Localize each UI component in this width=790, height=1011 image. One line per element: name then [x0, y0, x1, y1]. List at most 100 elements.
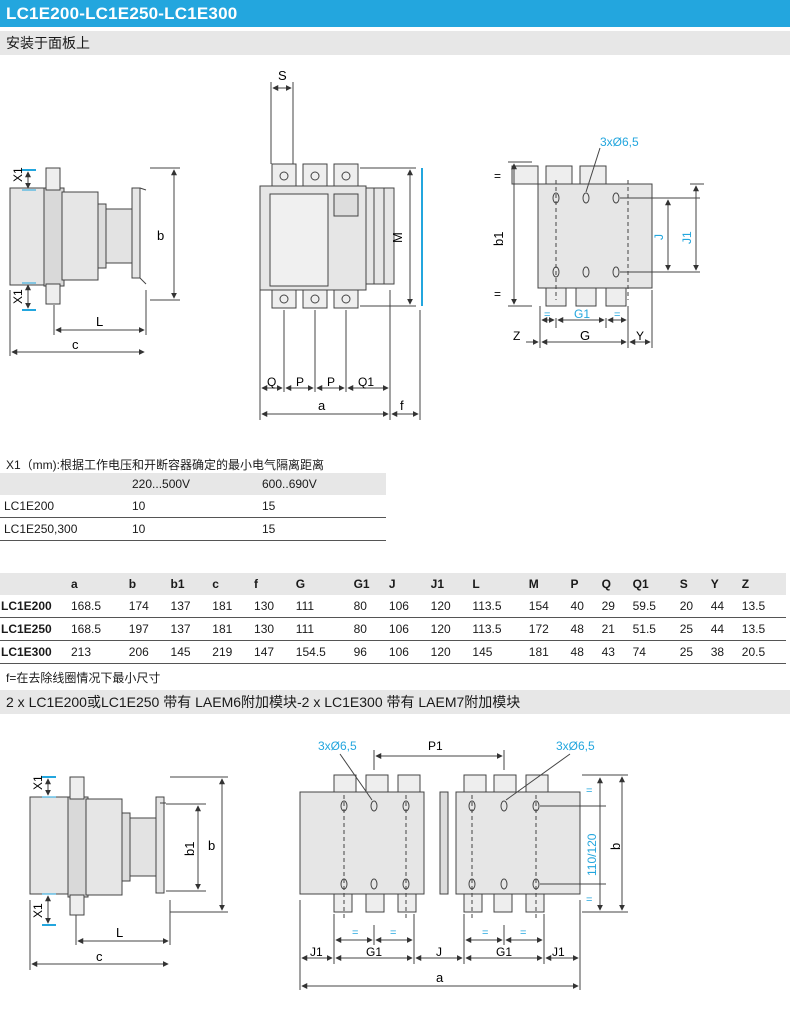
dim-label-G1-right: G1 — [496, 945, 512, 959]
dims-cell: 130 — [251, 595, 293, 618]
eq-mark-g1-right-b: = — [520, 927, 526, 939]
dimension-drawing-double: X1 X1 b1 b L c — [29, 739, 628, 990]
plate-holes-callout: 3xØ6,5 — [600, 135, 639, 149]
dim-label-c: c — [72, 337, 79, 352]
dims-cell: 130 — [251, 617, 293, 641]
eq-mark-top: = — [494, 169, 501, 183]
x1-table-caption: X1（mm):根据工作电压和开断容器确定的最小电气隔离距离 — [6, 458, 325, 472]
dims-cell: 213 — [68, 640, 126, 664]
dims-cell: 38 — [707, 640, 739, 664]
eq-mark-left: = — [544, 309, 550, 321]
dims-cell: 137 — [167, 595, 210, 618]
dims-cell: 48 — [567, 640, 599, 664]
dims-cell: 74 — [629, 640, 677, 664]
dim-label-b: b — [208, 838, 215, 853]
x1-clearance-table: 220...500V 600..690V LC1E200 10 15 LC1E2… — [0, 473, 386, 541]
dims-header: Q — [598, 573, 630, 595]
dim-label-f: f — [400, 398, 404, 413]
dim-label-L: L — [116, 925, 123, 940]
dim-label-x1-bottom: X1 — [31, 903, 45, 918]
dims-header: b — [125, 573, 168, 595]
side-view — [9, 167, 180, 356]
dim-label-P-2: P — [327, 375, 335, 389]
dims-cell: 106 — [385, 595, 428, 618]
dims-cell: 181 — [209, 617, 252, 641]
dim-label-b: b — [157, 228, 164, 243]
dims-header: c — [209, 573, 252, 595]
dims-cell: 120 — [427, 595, 470, 618]
front-view — [259, 82, 423, 420]
dim-label-P1: P1 — [428, 739, 443, 753]
dims-cell: 168.5 — [68, 595, 126, 618]
dims-cell: 111 — [292, 617, 351, 641]
dim-label-J1: J1 — [680, 231, 694, 244]
dims-cell: 113.5 — [469, 595, 526, 618]
dim-label-J1-right: J1 — [552, 945, 565, 959]
dims-cell: 25 — [676, 640, 708, 664]
dims-cell: 29 — [598, 595, 630, 618]
dim-label-x1-top: X1 — [31, 775, 45, 790]
dims-cell: 80 — [350, 617, 386, 641]
dims-header: L — [469, 573, 526, 595]
dims-cell: 106 — [385, 640, 428, 664]
dim-label-110-120: 110/120 — [585, 833, 599, 876]
dims-cell: 44 — [707, 617, 739, 641]
table-row: LC1E200 10 15 — [0, 495, 386, 518]
dim-label-a: a — [318, 398, 326, 413]
dims-cell: 154.5 — [292, 640, 351, 664]
dims-cell: 145 — [469, 640, 526, 664]
dims-header: Q1 — [629, 573, 677, 595]
dim-label-M: M — [390, 232, 405, 243]
dims-cell: 13.5 — [738, 617, 786, 641]
dims-cell: 137 — [167, 617, 210, 641]
dims-cell: 59.5 — [629, 595, 677, 618]
dim-label-J1-left: J1 — [310, 945, 323, 959]
dims-cell: 13.5 — [738, 595, 786, 618]
x1-cell: LC1E250,300 — [0, 517, 128, 541]
dimension-drawing-single: X1 X1 b L c S M Q P P Q1 a f — [9, 68, 704, 420]
dims-cell: 48 — [567, 617, 599, 641]
dims-cell: 113.5 — [469, 617, 526, 641]
dim-label-b1: b1 — [491, 232, 506, 246]
dims-cell: 120 — [427, 617, 470, 641]
dims-cell-model: LC1E300 — [0, 640, 68, 664]
x1-cell: 15 — [258, 495, 386, 518]
x1-cell: 10 — [128, 495, 258, 518]
dims-header: J — [385, 573, 428, 595]
dim-label-a-plate: a — [436, 970, 444, 985]
dims-cell: 219 — [209, 640, 252, 664]
dim-label-x1-bottom: X1 — [11, 289, 25, 304]
dims-header: P — [567, 573, 599, 595]
dim-label-G: G — [580, 328, 590, 343]
eq-mark-g1-left-a: = — [352, 927, 358, 939]
section-heading-double-assembly: 2 x LC1E200或LC1E250 带有 LAEM6附加模块-2 x LC1… — [0, 690, 790, 714]
dimensions-table: a b b1 c f G G1 J J1 L M P Q Q1 S Y Z LC… — [0, 573, 786, 664]
dims-cell: 44 — [707, 595, 739, 618]
plate-holes-callout-left: 3xØ6,5 — [318, 739, 357, 753]
dims-cell: 168.5 — [68, 617, 126, 641]
dims-cell: 145 — [167, 640, 210, 664]
dims-header: Z — [738, 573, 786, 595]
table-row: LC1E200 168.5 174 137 181 130 111 80 106… — [0, 595, 786, 618]
eq-mark-right: = — [614, 309, 620, 321]
eq-mark-g1-left-b: = — [390, 927, 396, 939]
dims-cell: 96 — [350, 640, 386, 664]
dims-cell: 106 — [385, 617, 428, 641]
x1-cell: 15 — [258, 517, 386, 541]
dims-header: a — [68, 573, 126, 595]
eq-mark-bottom: = — [494, 287, 501, 301]
dims-header — [0, 573, 68, 595]
dims-cell: 21 — [598, 617, 630, 641]
page-title: LC1E200-LC1E250-LC1E300 — [0, 0, 790, 27]
dims-header: S — [676, 573, 708, 595]
dim-label-G1-left: G1 — [366, 945, 382, 959]
dims-cell: 181 — [209, 595, 252, 618]
table-row: LC1E300 213 206 145 219 147 154.5 96 106… — [0, 640, 786, 664]
dim-label-G1: G1 — [574, 307, 590, 321]
dims-cell-model: LC1E250 — [0, 617, 68, 641]
dim-label-x1-top: X1 — [11, 167, 25, 182]
dims-cell: 20.5 — [738, 640, 786, 664]
dims-cell: 25 — [676, 617, 708, 641]
dims-cell: 80 — [350, 595, 386, 618]
x1-cell: 10 — [128, 517, 258, 541]
